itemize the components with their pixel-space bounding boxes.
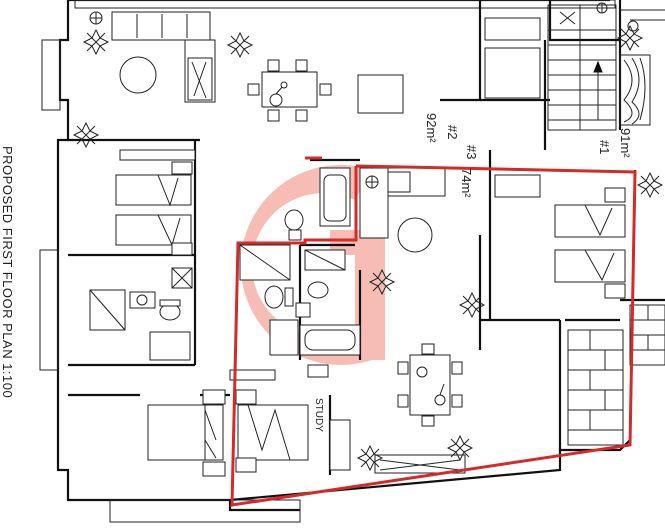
unit-1-number: #1 [597,140,612,154]
bathroom-unit-3 [239,244,361,356]
bathroom-unit-2 [89,267,193,361]
bedroom-unit-2-a [115,149,196,256]
lift-lobby [484,17,541,41]
unit-2-number: #2 [445,125,460,139]
unit-1-area: 91m² [618,128,633,158]
lift-shaft [484,47,541,99]
compass-icon [89,2,639,32]
bathroom-unit-1 [284,167,351,241]
bedroom-unit-3 [235,389,309,473]
balcony-paving [567,304,665,446]
plant-icon [72,24,664,472]
bedroom-unit-2-b [147,389,226,477]
staircase [547,4,617,131]
unit-3-outline [230,156,637,507]
watermark-logo [240,164,385,365]
study-label: STUDY [313,398,324,432]
timber-panel [619,54,651,126]
living-room-unit-2 [111,11,404,122]
unit-3-area: 74m² [459,168,474,198]
living-room-unit-1 [229,167,626,474]
unit-2-area: 92m² [424,113,439,143]
plan-title: PROPOSED FIRST FLOOR PLAN 1:100 [0,146,15,398]
unit-3-number: #3 [464,145,479,159]
